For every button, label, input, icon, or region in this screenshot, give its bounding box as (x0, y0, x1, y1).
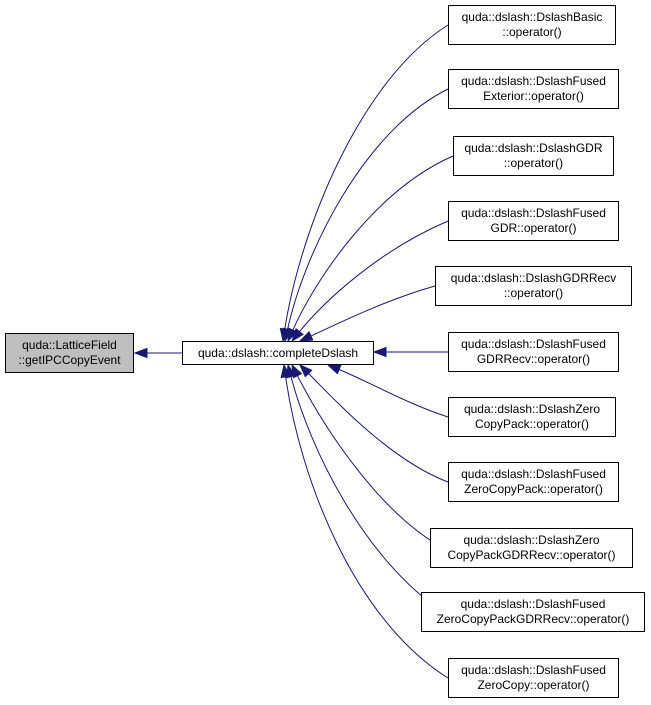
edge-arrowhead (280, 363, 291, 379)
node-line: quda::dslash::DslashZero (463, 402, 601, 416)
edge-caller-10 (285, 375, 449, 679)
edge-caller-4 (309, 285, 436, 337)
node-line: GDR::operator() (490, 221, 577, 235)
node-dslash-fused-zero-copy-pack-gdr-recv[interactable]: quda::dslash::DslashFused ZeroCopyPackGD… (421, 592, 645, 632)
edge-arrowhead (298, 363, 313, 378)
node-dslash-fused-zero-copy-pack[interactable]: quda::dslash::DslashFused ZeroCopyPack::… (448, 462, 619, 502)
node-dslash-fused-gdr[interactable]: quda::dslash::DslashFused GDR::operator(… (448, 201, 619, 241)
node-line: CopyPackGDRRecv::operator() (447, 548, 616, 562)
node-dslash-zero-copy-pack[interactable]: quda::dslash::DslashZero CopyPack::opera… (448, 397, 616, 437)
node-line: Exterior::operator() (483, 89, 584, 103)
node-line: quda::dslash::DslashBasic (461, 10, 603, 24)
node-line: quda::dslash::DslashFused (460, 597, 606, 611)
node-line: ZeroCopyPackGDRRecv::operator() (436, 612, 630, 626)
node-dslash-fused-exterior[interactable]: quda::dslash::DslashFused Exterior::oper… (448, 69, 619, 109)
node-dslash-gdr[interactable]: quda::dslash::DslashGDR ::operator() (453, 136, 614, 176)
node-line: quda::dslash::DslashGDR (464, 141, 603, 155)
node-dslash-zero-copy-pack-gdr-recv[interactable]: quda::dslash::DslashZero CopyPackGDRRecv… (430, 528, 633, 568)
edge-caller-8 (296, 374, 444, 549)
node-complete-dslash[interactable]: quda::dslash::completeDslash (182, 341, 374, 365)
node-line: quda::dslash::DslashFused (461, 206, 606, 220)
node-dslash-basic[interactable]: quda::dslash::DslashBasic ::operator() (448, 5, 616, 45)
node-dslash-gdr-recv[interactable]: quda::dslash::DslashGDRRecv ::operator() (435, 266, 632, 306)
node-lattice-field-get-ipc-copy-event[interactable]: quda::LatticeField ::getIPCCopyEvent (5, 333, 134, 373)
node-line: ZeroCopy::operator() (477, 678, 590, 692)
edge-caller-9 (290, 375, 444, 613)
node-line: quda::dslash::DslashGDRRecv (450, 271, 617, 285)
edge-arrowhead (326, 364, 342, 375)
edge-caller-2 (291, 155, 454, 332)
node-line: quda::dslash::completeDslash (197, 345, 359, 360)
node-line: ::getIPCCopyEvent (18, 353, 121, 367)
node-line: quda::dslash::DslashFused (461, 663, 606, 677)
node-line: ::operator() (503, 286, 564, 300)
edge-arrowhead (133, 347, 148, 359)
node-line: quda::dslash::DslashFused (461, 467, 606, 481)
node-line: quda::dslash::DslashFused (461, 337, 606, 351)
node-line: ::operator() (503, 156, 564, 170)
node-dslash-fused-zero-copy[interactable]: quda::dslash::DslashFused ZeroCopy::oper… (448, 658, 619, 698)
node-line: quda::dslash::DslashFused (461, 74, 606, 88)
node-line: quda::dslash::DslashZero (463, 533, 600, 547)
edge-caller-1 (286, 88, 449, 331)
node-line: CopyPack::operator() (474, 417, 590, 431)
node-line: ZeroCopyPack::operator() (464, 482, 603, 496)
edge-caller-6 (338, 368, 449, 418)
edge-caller-3 (298, 220, 449, 333)
edge-arrowhead (298, 331, 314, 342)
node-dslash-fused-gdr-recv[interactable]: quda::dslash::DslashFused GDRRecv::opera… (448, 332, 619, 372)
edge-arrowhead (291, 327, 304, 343)
node-line: quda::LatticeField (22, 338, 117, 352)
edge-caller-7 (307, 372, 449, 483)
node-line: ::operator() (502, 25, 562, 39)
edge-arrowhead (372, 346, 387, 358)
node-line: GDRRecv::operator() (476, 352, 591, 366)
edge-caller-0 (284, 24, 449, 331)
